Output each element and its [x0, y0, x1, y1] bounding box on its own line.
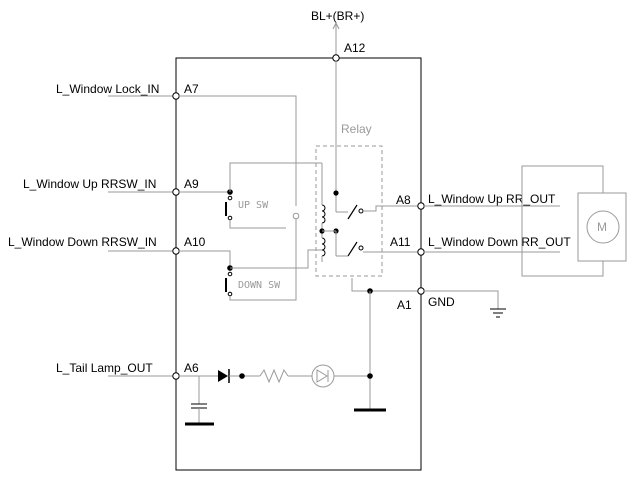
pin-a9-terminal [172, 188, 180, 196]
output-a1: A1 GND [351, 278, 506, 412]
motor: M [521, 165, 627, 277]
relay-label: Relay [341, 122, 372, 136]
input-a7: L_Window Lock_IN A7 [56, 82, 297, 206]
pin-a12: A12 [344, 41, 366, 55]
up-sw-label: UP SW [238, 200, 269, 211]
pin-a11-terminal [417, 248, 425, 256]
input-a10: L_Window Down RRSW_IN A10 DOWN SW [8, 212, 322, 301]
relay-coil-up [321, 204, 326, 224]
pin-a7: A7 [184, 82, 199, 96]
pin-a12-terminal [332, 54, 340, 62]
relay: Relay [315, 122, 383, 277]
pin-a9: A9 [184, 177, 199, 191]
output-a8-label: L_Window Up RR_OUT [428, 192, 556, 206]
pin-a1-terminal [417, 287, 425, 295]
output-a11: A11 L_Window Down RR_OUT [363, 235, 571, 256]
pin-a11: A11 [390, 235, 411, 249]
power-group: BL+(BR+) A12 [311, 9, 366, 212]
input-a10-label: L_Window Down RRSW_IN [8, 235, 157, 249]
gnd-label: GND [428, 295, 455, 309]
relay-contact-down [347, 241, 358, 257]
pin-a1: A1 [397, 298, 412, 312]
input-a7-label: L_Window Lock_IN [56, 82, 159, 96]
output-a8: A8 L_Window Up RR_OUT [363, 192, 560, 212]
input-a9-label: L_Window Up RRSW_IN [23, 177, 156, 191]
pin-a10-terminal [172, 247, 180, 255]
motor-label: M [597, 220, 607, 234]
input-a6-label: L_Tail Lamp_OUT [56, 361, 153, 375]
relay-contact-up [347, 204, 358, 220]
motor-icon [586, 210, 620, 244]
output-a11-label: L_Window Down RR_OUT [428, 235, 571, 249]
input-a6: L_Tail Lamp_OUT A6 [56, 361, 373, 426]
pin-a6: A6 [184, 361, 199, 375]
relay-coil-down [321, 237, 326, 257]
ground-icon [490, 308, 506, 318]
pin-a7-terminal [172, 92, 180, 100]
pin-a8: A8 [396, 193, 411, 207]
led-icon [311, 364, 335, 388]
diode-icon [218, 369, 230, 383]
resistor-icon [259, 368, 289, 384]
pin-a8-terminal [417, 202, 425, 210]
input-a9: L_Window Up RRSW_IN A9 UP SW [23, 162, 322, 229]
pin-a10: A10 [184, 235, 206, 249]
power-label: BL+(BR+) [311, 9, 364, 23]
down-sw-label: DOWN SW [238, 280, 281, 291]
pin-a6-terminal [172, 372, 180, 380]
module-box [175, 57, 422, 471]
